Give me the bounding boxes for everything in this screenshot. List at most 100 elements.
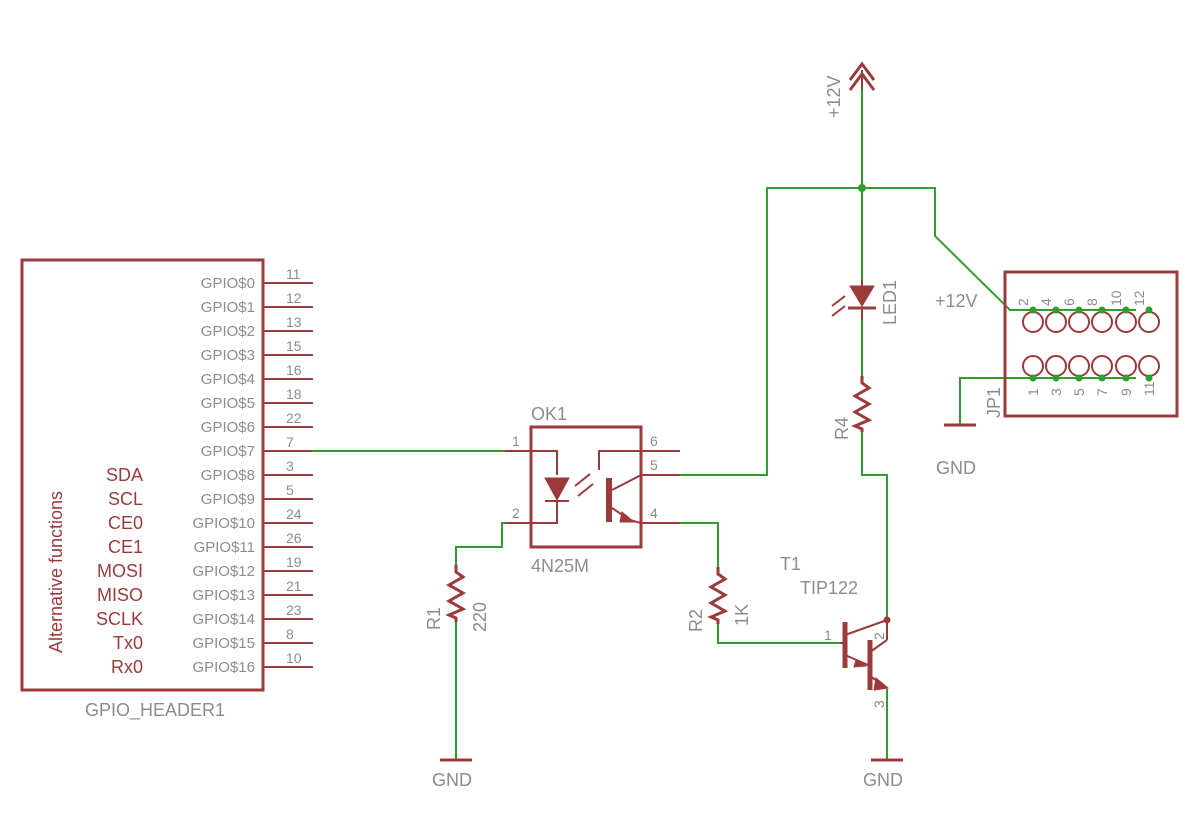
jp1-pin-pad [1138,311,1160,333]
led-led1: LED1 [831,280,900,325]
t1-name: T1 [780,554,801,574]
jp1-pin-junction [1075,306,1083,314]
r2-value: 1K [732,604,752,626]
gpio-pin-number: 13 [286,314,302,330]
led1-diode-icon [849,285,875,307]
gpio-pin-label: GPIO$8 [201,467,255,484]
gpio-pin-number: 15 [286,338,302,354]
alt-functions-title: Alternative functions [46,491,66,653]
gpio-pin-label: GPIO$5 [201,395,255,412]
gpio-pin-number: 3 [286,458,294,474]
gpio-pin-number: 24 [286,506,302,522]
jp1-pin-junction [1122,374,1130,382]
jp1-pin-pad [1022,355,1044,377]
gpio-pin-label: GPIO$3 [201,347,255,364]
gpio-alt-function: SCLK [96,609,143,629]
r2-name: R2 [686,609,706,632]
gpio-pin-number: 26 [286,530,302,546]
transistor-t1: T1 TIP122 1 2 3 [780,554,891,708]
gpio-pin-label: GPIO$0 [201,275,255,292]
gpio-pin-label: GPIO$4 [201,371,255,388]
jp1-pin-number: 2 [1015,298,1031,306]
gpio-alt-function: Tx0 [113,633,143,653]
gpio-alt-function: MOSI [97,561,143,581]
gpio-alt-function: CE1 [108,537,143,557]
r1-name: R1 [424,607,444,630]
t1-pin-b: 1 [824,627,832,643]
supply-arrow-icon [848,61,876,81]
gpio-pin-label: GPIO$13 [192,587,255,604]
supply-label: +12V [824,75,844,118]
t1-pin-e: 3 [871,700,887,708]
gpio-pin-label: GPIO$15 [192,635,255,652]
jp1-pin-junction [1029,306,1037,314]
jp1-pin-junction [1098,374,1106,382]
jp1-net-label: +12V [935,291,978,311]
ok1-body [529,425,643,549]
ok1-pin-4: 4 [650,505,658,521]
jp1-pin-pad [1091,311,1113,333]
t1-pin-c: 2 [871,632,887,640]
gpio-pin-label: GPIO$9 [201,491,255,508]
gpio-pin-number: 18 [286,386,302,402]
gpio-pin-number: 7 [286,434,294,450]
jp1-pin-number: 9 [1118,388,1134,396]
gpio-pin-number: 22 [286,410,302,426]
gpio-pin-label: GPIO$6 [201,419,255,436]
jp1-pin-pad [1045,355,1067,377]
led1-name: LED1 [880,280,900,325]
gpio-pin-number: 21 [286,578,302,594]
r2-resistor-icon [707,567,729,624]
gnd-label-r1: GND [432,770,472,790]
gpio-pin-label: GPIO$2 [201,323,255,340]
jp1-pin-pad [1091,355,1113,377]
ok1-name: OK1 [531,404,567,424]
jp1-pin-pad [1022,311,1044,333]
jp1-pin-junction [1145,306,1153,314]
jp1-pin-pad [1068,355,1090,377]
wire-r2-t1 [717,623,841,644]
gpio-header-name: GPIO_HEADER1 [85,700,225,721]
gpio-alt-function: SCL [108,489,143,509]
gpio-pin-number: 8 [286,626,294,642]
gpio-pin-number: 12 [286,290,302,306]
jp1-pin-junction [1052,374,1060,382]
jp1-pin-pad [1068,311,1090,333]
ok1-pin-1: 1 [512,433,520,449]
gpio-pin-label: GPIO$7 [201,443,255,460]
jp1-pin-pad [1115,355,1137,377]
jp1-pin-junction [1098,306,1106,314]
gpio-pin-number: 23 [286,602,302,618]
ok1-pin-5: 5 [650,457,658,473]
gpio-alt-function: SDA [106,465,143,485]
t1-value: TIP122 [800,578,858,598]
jp1-body [1003,270,1179,418]
gpio-pin-label: GPIO$14 [192,611,255,628]
jp1-pin-pad [1138,355,1160,377]
jp1-pin-pad [1115,311,1137,333]
gnd-label-t1: GND [863,770,903,790]
gpio-pin-number: 11 [286,266,301,282]
jp1-pin-pad [1045,311,1067,333]
jp1-pin-number: 10 [1108,290,1124,306]
junction-12v [858,184,866,192]
r1-value: 220 [470,602,490,632]
gnd-label-jp1: GND [936,458,976,478]
ground-symbols: GND GND GND [432,423,976,790]
gpio-pin-label: GPIO$10 [192,515,255,532]
gpio-pin-label: GPIO$11 [194,539,255,556]
ok1-pin-2: 2 [512,505,520,521]
jp1-pin-junction [1029,374,1037,382]
jp1-pin-junction [1075,374,1083,382]
ok1-light-arrow-icon [574,473,591,487]
gpio-pin-label: GPIO$1 [201,299,255,316]
ok1-value: 4N25M [531,556,589,576]
gpio-pin-label: GPIO$16 [192,659,255,676]
gpio-alt-function: Rx0 [111,657,143,677]
jp1-pin-number: 4 [1038,298,1054,306]
jp1-name: JP1 [984,387,1004,418]
gpio-pin-number: 16 [286,362,302,378]
